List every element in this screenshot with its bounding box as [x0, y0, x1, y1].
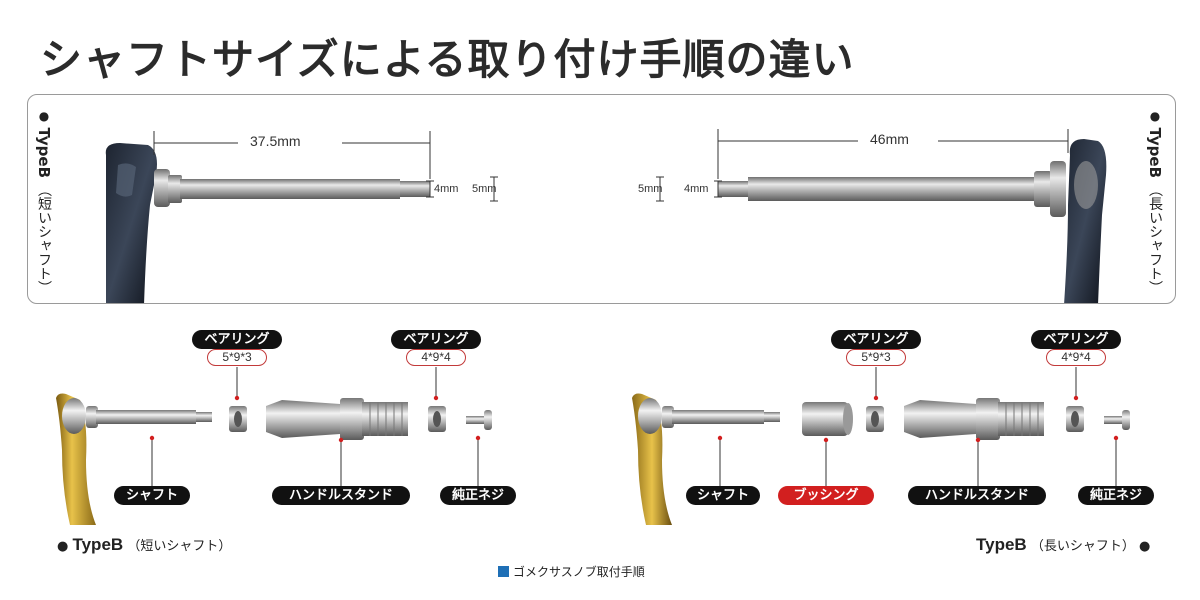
left-shaft-tag: シャフト	[114, 486, 190, 505]
left-handle-stand	[266, 398, 408, 440]
right-handle-stand	[904, 398, 1044, 440]
left-leader-lines	[151, 367, 479, 486]
left-bearing-1	[229, 406, 247, 432]
caption: ゴメクサスノブ取付手順	[498, 563, 645, 580]
right-tip-diameter: 4mm	[684, 183, 709, 195]
right-bearing-2-tag: ベアリング	[1031, 330, 1121, 349]
left-bearing-2	[428, 406, 446, 432]
right-bearing-2-spec: 4*9*4	[1046, 349, 1106, 366]
right-assembly-footer: TypeB （長いシャフト） ●	[976, 535, 1151, 554]
right-marker-dots	[717, 395, 1119, 443]
left-base-diameter: 5mm	[472, 183, 497, 195]
right-bearing-1	[866, 406, 884, 432]
right-bearing-1-spec: 5*9*3	[846, 349, 906, 366]
left-screw-tag: 純正ネジ	[440, 486, 516, 505]
right-type-label: ● TypeB （長いシャフト）	[1146, 109, 1164, 295]
page-title: シャフトサイズによる取り付け手順の違い	[40, 35, 855, 84]
right-handle-arm	[1064, 139, 1107, 303]
left-marker-dots	[149, 395, 481, 443]
shaft-photos	[105, 129, 1107, 303]
right-shaft	[718, 161, 1066, 217]
left-bearing-1-tag: ベアリング	[192, 330, 282, 349]
shaft-comparison-panel: ● TypeB （短いシャフト） ● TypeB （長いシャフト） 37.5mm…	[27, 94, 1176, 304]
left-gold-handle	[56, 393, 96, 525]
left-shaft	[154, 169, 430, 207]
left-tip-diameter: 4mm	[434, 183, 459, 195]
left-bearing-1-spec: 5*9*3	[207, 349, 267, 366]
right-bearing-1-tag: ベアリング	[831, 330, 921, 349]
right-shaft-tag: シャフト	[686, 486, 760, 505]
caption-square-icon	[498, 566, 509, 577]
left-bearing-2-spec: 4*9*4	[406, 349, 466, 366]
left-length-label: 37.5mm	[250, 133, 301, 149]
right-leader-lines	[719, 367, 1117, 486]
left-bearing-2-tag: ベアリング	[391, 330, 481, 349]
right-bearing-2	[1066, 406, 1084, 432]
left-screw	[466, 410, 492, 430]
right-screw	[1104, 410, 1130, 430]
right-bushing-tag: ブッシング	[778, 486, 874, 505]
left-type-label: ● TypeB （短いシャフト）	[35, 109, 53, 295]
right-bushing	[802, 402, 853, 436]
left-dimension-lines	[153, 131, 498, 202]
left-assembly-footer: ● TypeB （短いシャフト）	[57, 535, 232, 554]
right-base-diameter: 5mm	[638, 183, 663, 195]
left-handle-arm	[105, 143, 157, 303]
right-gold-handle	[632, 393, 672, 525]
right-length-label: 46mm	[870, 131, 909, 147]
right-handle-stand-tag: ハンドルスタンド	[908, 486, 1046, 505]
right-shaft-part	[662, 406, 780, 428]
left-handle-stand-tag: ハンドルスタンド	[272, 486, 410, 505]
right-screw-tag: 純正ネジ	[1078, 486, 1154, 505]
right-dimension-lines	[656, 129, 1069, 202]
left-shaft-part	[86, 406, 212, 428]
